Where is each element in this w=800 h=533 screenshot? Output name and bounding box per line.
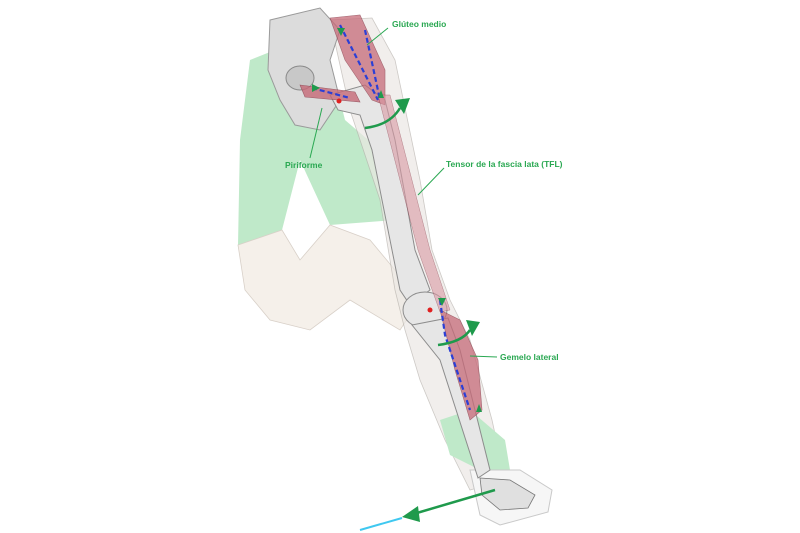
- label-tfl: Tensor de la fascia lata (TFL): [446, 159, 563, 169]
- arrow-heads: [312, 28, 482, 522]
- acetabulum: [285, 65, 315, 91]
- joint-center-hip: [336, 98, 342, 104]
- label-gluteus-medius: Glúteo medio: [392, 19, 446, 29]
- label-lateral-gastrocnemius: Gemelo lateral: [500, 352, 559, 362]
- leader-lines: [309, 27, 498, 358]
- tfl-muscle: [377, 94, 451, 313]
- joint-center-knee: [427, 307, 433, 313]
- gastrocnemius-muscle: [439, 309, 483, 421]
- label-piriformis: Piriforme: [285, 160, 323, 170]
- rotation-arrows: [364, 107, 496, 517]
- muscle-action-lines: [311, 24, 472, 411]
- force-line: [359, 517, 403, 531]
